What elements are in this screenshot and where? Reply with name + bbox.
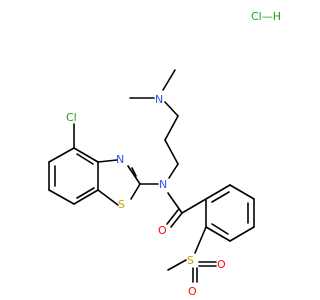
amide-nitrogen: N (159, 178, 167, 191)
aryl-sulfur-bond (194, 226, 207, 254)
amide-carbonyl (166, 192, 183, 228)
propyl-chain (164, 101, 179, 179)
sulfone-bonds (167, 259, 217, 283)
carbonyl-oxygen: O (158, 224, 167, 237)
salt-label: Cl—H (251, 10, 281, 23)
thiazole-ring (97, 159, 141, 206)
dimethyl-groups (129, 69, 176, 99)
structure-canvas: Cl—H Cl N S N N (48, 10, 281, 298)
sulfone-oxygen-1: O (217, 258, 226, 271)
sulfone-sulfur: S (187, 254, 194, 267)
thiazole-sulfur: S (118, 198, 125, 211)
chlorine-atom: Cl (66, 111, 77, 124)
thiazole-nitrogen: N (116, 153, 124, 166)
amine-nitrogen: N (155, 93, 163, 106)
benzothiazole-benzene-ring (48, 147, 99, 205)
sulfone-oxygen-2: O (188, 285, 197, 298)
molecule-structure: Cl—H Cl N S N N (48, 10, 281, 298)
benzamide-benzene-ring (181, 184, 255, 242)
